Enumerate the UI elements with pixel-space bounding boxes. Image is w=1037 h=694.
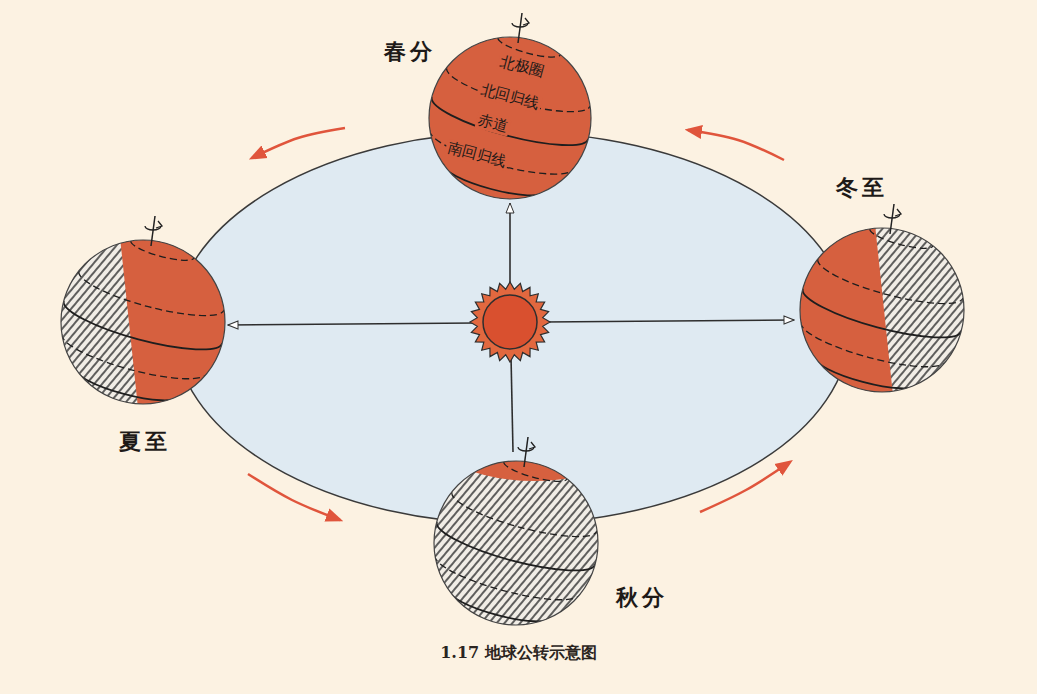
season-label: 春分: [384, 41, 436, 63]
sun-ray-line: [544, 320, 794, 322]
latitude-label: 北极圈: [496, 53, 548, 82]
direction-arrow: [252, 128, 345, 158]
sun-ray-line: [511, 356, 513, 452]
earth-globe: [413, 13, 608, 210]
figure-caption: 1.17 地球公转示意图: [0, 643, 1037, 664]
latitude-label: 北回归线: [477, 81, 543, 114]
earth-globe: [709, 198, 980, 438]
season-label: 夏至: [119, 431, 171, 453]
sun: [470, 282, 550, 362]
direction-arrow: [248, 474, 340, 520]
latitude-label: 南回归线: [444, 138, 510, 171]
earth-globe: [45, 195, 304, 435]
direction-arrow: [688, 130, 784, 160]
season-globe: 夏至: [55, 232, 245, 467]
latitude-label: 赤道: [474, 111, 511, 136]
season-globe: 秋分: [425, 455, 685, 630]
sun-ray-line: [509, 203, 511, 290]
season-label: 秋分: [616, 587, 668, 609]
season-label: 冬至: [836, 177, 888, 199]
season-globe: 冬至: [790, 170, 980, 405]
season-globe: 春分北极圈北回归线赤道南回归线: [380, 20, 630, 220]
direction-arrow: [700, 462, 790, 512]
sun-ray-line: [228, 323, 476, 325]
